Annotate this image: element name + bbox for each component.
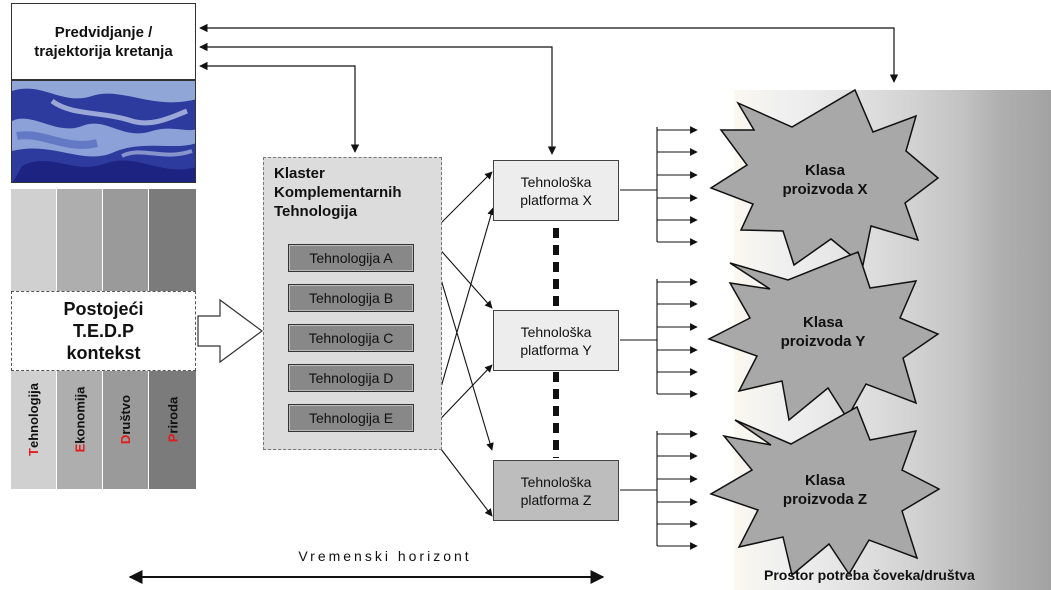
- forecast-title-box: Predvidjanje / trajektorija kretanja: [11, 3, 196, 80]
- forecast-image: [11, 80, 196, 183]
- context-title-line: T.E.D.P: [72, 321, 134, 341]
- cluster-title: Klaster Komplementarnih Tehnologija: [274, 165, 402, 220]
- column-label-nature: Priroda: [164, 396, 180, 442]
- technology-cluster: Klaster Komplementarnih Tehnologija Tehn…: [263, 157, 442, 450]
- feedback-arrow-platform-x: [199, 42, 557, 155]
- feedback-arrow-cluster: [199, 61, 360, 153]
- column-label-technology: Tehnologija: [26, 382, 42, 456]
- tedp-context-box: Postojeći T.E.D.P kontekst: [11, 291, 196, 371]
- context-to-cluster-arrow: [197, 298, 264, 364]
- column-label-economy: Ekonomija: [72, 386, 87, 452]
- technology-b: Tehnologija B: [288, 284, 414, 312]
- technology-d: Tehnologija D: [288, 364, 414, 392]
- forecast-title: Predvidjanje / trajektorija kretanja: [34, 23, 173, 60]
- column-label-society: Društvo: [118, 394, 133, 444]
- technology-e: Tehnologija E: [288, 404, 414, 432]
- time-horizon-label: Vremenski horizont: [298, 548, 472, 564]
- context-title-line: kontekst: [66, 343, 141, 363]
- technology-a: Tehnologija A: [288, 244, 414, 272]
- feedback-arrow-needs: [199, 23, 899, 83]
- context-title-line: Postojeći: [63, 299, 144, 319]
- technology-c: Tehnologija C: [288, 324, 414, 352]
- forecast-texture: [12, 81, 195, 182]
- star-product-z: [709, 405, 941, 577]
- needs-space-label: Prostor potreba čoveka/društva: [764, 567, 975, 583]
